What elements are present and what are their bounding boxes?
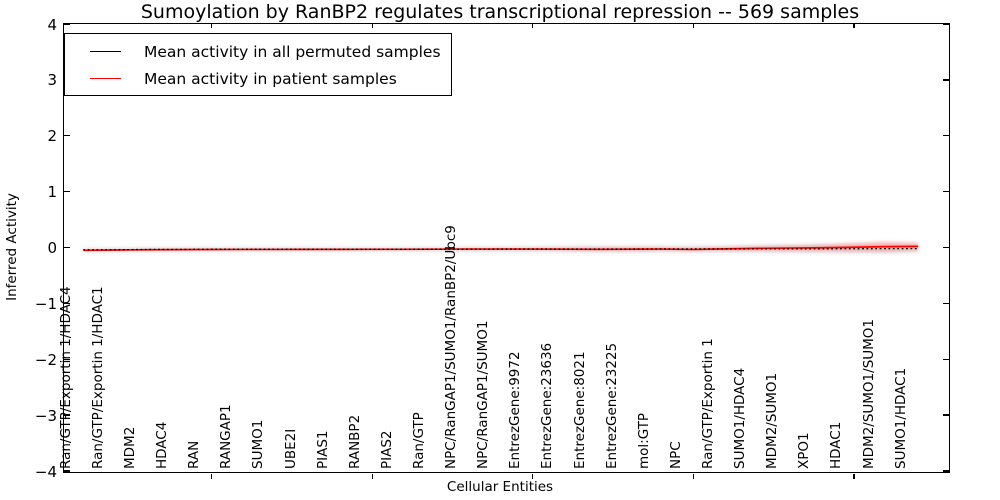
x-tick-bottom xyxy=(692,474,694,479)
y-tick-label: −3 xyxy=(34,406,57,425)
y-tick-right xyxy=(943,23,949,25)
y-tick-right xyxy=(943,302,949,305)
y-tick-left xyxy=(64,135,70,137)
y-tick-label: 0 xyxy=(47,239,57,257)
x-category-label: RANBP2 xyxy=(346,414,363,469)
x-category-label: PIAS2 xyxy=(378,430,395,469)
x-category-label: RANGAP1 xyxy=(218,404,235,469)
x-category-label: MDM2/SUMO1/SUMO1 xyxy=(860,318,877,469)
y-tick-label: −4 xyxy=(34,462,57,481)
x-category-label: SUMO1/HDAC4 xyxy=(732,367,749,469)
x-tick-bottom xyxy=(211,474,213,479)
x-category-label: EntrezGene:9972 xyxy=(507,351,524,469)
x-category-label: HDAC1 xyxy=(828,421,845,469)
y-tick-left xyxy=(64,358,70,360)
y-tick-right xyxy=(943,414,949,416)
x-tick-top xyxy=(532,24,534,28)
x-category-label: EntrezGene:23225 xyxy=(603,342,620,469)
x-category-label: mol:GTP xyxy=(635,412,652,469)
legend-item-permuted: Mean activity in all permuted samples xyxy=(65,38,451,65)
x-category-label: Ran/GTP/Exportin 1/HDAC4 xyxy=(57,286,74,469)
x-category-label: Ran/GTP xyxy=(410,412,427,469)
legend-label-permuted: Mean activity in all permuted samples xyxy=(144,42,441,61)
y-tick-right xyxy=(943,190,949,193)
x-category-label: Ran/GTP/Exportin 1/HDAC1 xyxy=(89,286,106,469)
y-tick-left xyxy=(64,246,70,249)
y-tick-left xyxy=(64,470,70,472)
x-tick-bottom xyxy=(532,474,534,479)
x-category-label: HDAC4 xyxy=(154,421,171,469)
chart-canvas xyxy=(83,241,919,254)
y-tick-right xyxy=(943,358,949,360)
y-tick-right xyxy=(943,470,949,472)
chart-title: Sumoylation by RanBP2 regulates transcri… xyxy=(140,1,860,23)
patient-line-sample xyxy=(90,78,121,79)
y-tick-left xyxy=(64,302,70,305)
x-category-label: Ran/GTP/Exportin 1 xyxy=(699,338,716,469)
x-tick-top xyxy=(692,24,694,28)
plot-area: Mean activity in all permuted samples Me… xyxy=(58,23,950,479)
y-tick-label: −2 xyxy=(34,350,57,369)
x-tick-top xyxy=(371,24,373,28)
y-tick-right xyxy=(943,246,949,249)
x-category-label: PIAS1 xyxy=(314,430,331,469)
y-tick-right xyxy=(943,79,949,81)
y-tick-left xyxy=(64,23,70,25)
y-tick-label: 2 xyxy=(47,127,57,146)
x-category-label: RAN xyxy=(186,440,203,469)
permuted-mean-line xyxy=(83,247,919,251)
y-tick-label: 1 xyxy=(47,183,57,202)
y-tick-right xyxy=(943,135,949,137)
x-tick-top xyxy=(211,24,213,28)
x-category-label: NPC/RanGAP1/SUMO1/RanBP2/Ubc9 xyxy=(443,225,460,469)
legend-label-patient: Mean activity in patient samples xyxy=(144,69,397,88)
x-category-label: SUMO1 xyxy=(250,419,267,469)
x-axis-label: Cellular Entities xyxy=(446,479,554,495)
x-tick-top xyxy=(853,24,855,28)
legend-item-patient: Mean activity in patient samples xyxy=(65,65,451,92)
x-category-label: SUMO1/HDAC1 xyxy=(892,367,909,469)
y-tick-label: 3 xyxy=(47,71,57,90)
y-tick-label: −1 xyxy=(34,294,57,313)
y-tick-label: 4 xyxy=(47,15,57,34)
x-category-label: NPC xyxy=(667,441,684,469)
x-category-label: EntrezGene:23636 xyxy=(539,342,556,469)
legend: Mean activity in all permuted samples Me… xyxy=(64,33,452,96)
patient-mean-line xyxy=(83,245,919,252)
x-category-label: XPO1 xyxy=(796,432,813,469)
permuted-line-sample xyxy=(90,51,121,52)
x-category-label: NPC/RanGAP1/SUMO1 xyxy=(475,320,492,469)
x-category-label: EntrezGene:8021 xyxy=(571,351,588,469)
x-category-label: MDM2 xyxy=(121,426,138,469)
x-tick-bottom xyxy=(371,474,373,479)
y-tick-left xyxy=(64,414,70,416)
y-tick-left xyxy=(64,190,70,193)
x-category-label: MDM2/SUMO1 xyxy=(764,372,781,469)
x-tick-bottom xyxy=(853,474,855,479)
x-category-label: UBE2I xyxy=(282,428,299,469)
